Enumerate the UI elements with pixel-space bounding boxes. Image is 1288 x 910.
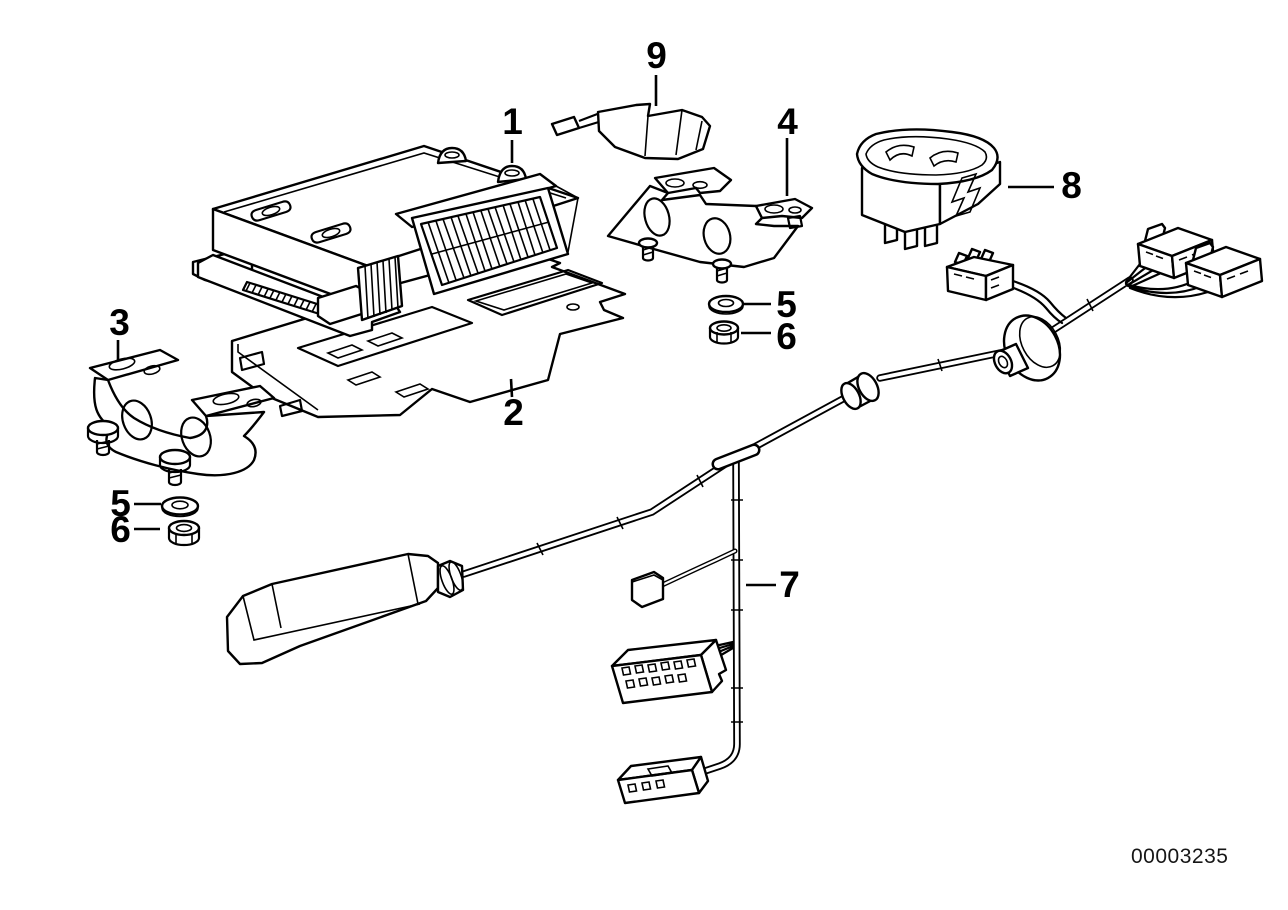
callout-2: 2 — [503, 392, 524, 433]
callout-9: 9 — [646, 35, 667, 76]
callout-7: 7 — [779, 564, 800, 605]
washer-left — [160, 496, 200, 518]
callout-4: 4 — [777, 101, 798, 142]
callout-3: 3 — [109, 302, 130, 343]
harness-boot — [225, 552, 465, 666]
callout-6-left: 6 — [110, 509, 131, 550]
washer-right — [707, 294, 745, 315]
leader-lines — [116, 75, 1054, 587]
callout-1: 1 — [502, 101, 523, 142]
control-unit — [191, 144, 580, 338]
hex-nut-left — [167, 519, 201, 547]
wiring-harness — [225, 222, 1264, 805]
hex-nut-right — [708, 320, 740, 345]
multi-pin-connector — [610, 638, 728, 705]
flat-connector — [630, 570, 665, 609]
callout-8: 8 — [1061, 165, 1082, 206]
right-bracket — [606, 166, 814, 284]
diagram-number: 00003235 — [1131, 845, 1229, 868]
callout-5-left: 5 — [110, 483, 131, 524]
retaining-clip — [550, 102, 712, 161]
switch-connector — [945, 247, 1068, 325]
mounting-plate — [230, 248, 627, 419]
callout-5-right: 5 — [776, 284, 797, 325]
rocker-switch — [855, 128, 1002, 251]
small-end-connector — [616, 755, 710, 805]
cable-ferrule — [840, 371, 880, 411]
callout-6-right: 6 — [776, 316, 797, 357]
firewall-grommet — [992, 314, 1062, 382]
harness-connector-b — [1184, 241, 1264, 299]
left-bracket — [86, 348, 276, 487]
